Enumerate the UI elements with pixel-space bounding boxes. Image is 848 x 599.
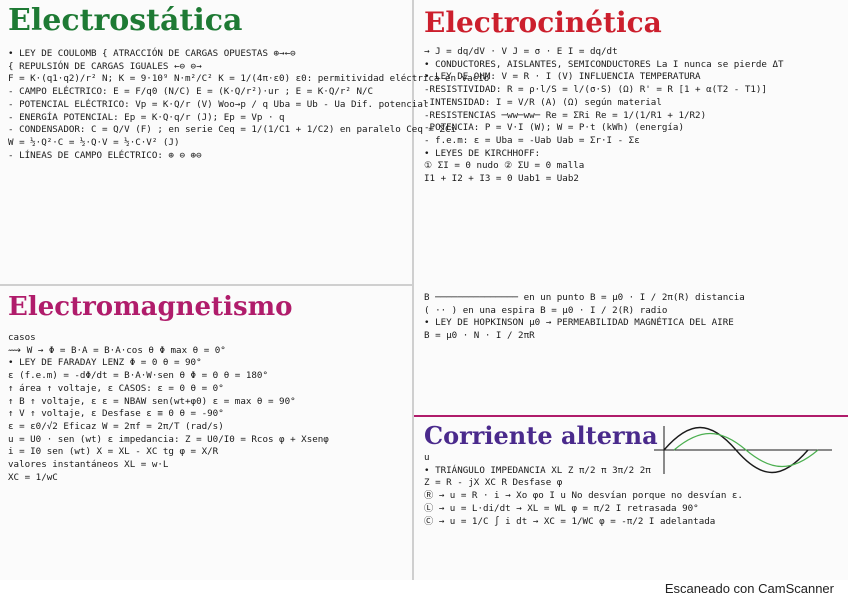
corriente-alterna-section: Corriente alterna u• TRIÁNGULO IMPEDANCI… [424, 422, 840, 576]
formula-line: ↑ B ↑ voltaje, ε ε = NBAW sen(wt+φ0) ε =… [8, 395, 296, 407]
formula-line: ε (f.e.m) = -dΦ/dt = B·A·W·sen θ Φ = Θ θ… [8, 370, 268, 382]
formula-line: { REPULSIÓN DE CARGAS IGUALES ←⊖ ⊖→ [8, 60, 202, 72]
electrostatica-formulas: • LEY DE COULOMB { ATRACCIÓN DE CARGAS O… [8, 48, 490, 162]
formula-line: B = μ0 · N · I / 2πR [424, 330, 535, 342]
formula-line: Ⓡ → u = R · i → Xo φo I u No desvían por… [424, 490, 743, 502]
electrocinetica-title: Electrocinética [424, 6, 662, 39]
left-horizontal-divider [0, 284, 412, 286]
formula-line: - CAMPO ELÉCTRICO: E = F/q0 (N/C) E = (K… [8, 86, 374, 98]
formula-line: Ⓛ → u = L·di/dt → XL = WL φ = π/2 I retr… [424, 502, 699, 514]
formula-line: i = I0 sen (wt) X = XL - XC tg φ = X/R [8, 446, 219, 458]
electromagnetismo-section: Electromagnetismo casos⟿ W → Φ = B·A = B… [8, 290, 408, 576]
sine-wave-graph-icon [654, 426, 832, 474]
formula-line: -RESISTIVIDAD: R = ρ·l/S = l/(σ·S) (Ω) R… [424, 84, 767, 96]
notes-sheet: Electrostática • LEY DE COULOMB { ATRACC… [0, 0, 848, 580]
formula-line: casos [8, 332, 36, 343]
formula-line: • LEY DE OHM: V = R · I (V) INFLUENCIA T… [424, 71, 701, 83]
formula-line: - CONDENSADOR: C = Q/V (F) ; en serie Ce… [8, 124, 457, 136]
formula-line: Z = R - jX XC R Desfase φ [424, 477, 563, 489]
formula-line: -INTENSIDAD: I = V/R (A) (Ω) según mater… [424, 96, 662, 108]
formula-line: ( ·· ) en una espira B = μ0 · I / 2(R) r… [424, 304, 668, 316]
scanner-watermark: Escaneado con CamScanner [664, 581, 834, 596]
formula-line: ↑ V ↑ voltaje, ε Desfase ε ≡ 0 θ = -90° [8, 408, 224, 420]
electrocinetica-section: Electrocinética → J = dq/dV · V J = σ · … [424, 6, 840, 282]
formula-line: - ENERGÍA POTENCIAL: Ep = K·Q·q/r (J); E… [8, 111, 285, 123]
corriente-alterna-formulas: u• TRIÁNGULO IMPEDANCIA XL Z π/2 π 3π/2 … [424, 452, 840, 528]
formula-line: u [424, 452, 430, 463]
campo-magnetico-formulas: B ─────────────── en un punto B = μ0 · I… [424, 292, 840, 343]
formula-line: I1 + I2 + I3 = 0 Uab1 = Uab2 [424, 173, 579, 185]
formula-line: W = ½·Q²·C = ½·Q·V = ½·C·V² (J) [8, 136, 180, 148]
formula-line: XC = 1/wC [8, 471, 58, 483]
formula-line: - POTENCIAL ELÉCTRICO: Vp = K·Q/r (V) Wo… [8, 98, 429, 110]
electromagnetismo-formulas: casos⟿ W → Φ = B·A = B·A·cos θ Φ max θ =… [8, 332, 408, 484]
right-horizontal-divider [414, 415, 848, 417]
formula-line: • LEY DE HOPKINSON μ0 → PERMEABILIDAD MA… [424, 317, 734, 329]
formula-line: • LEYES DE KIRCHHOFF: [424, 147, 541, 159]
formula-line: ε = ε0/√2 Eficaz W = 2πf = 2π/T (rad/s) [8, 420, 224, 432]
formula-line: -RESISTENCIAS ─ww─ww─ Re = ΣRi Re = 1/(1… [424, 109, 707, 121]
formula-line: B ─────────────── en un punto B = μ0 · I… [424, 292, 745, 303]
formula-line: valores instantáneos XL = w·L [8, 459, 169, 471]
formula-line: • TRIÁNGULO IMPEDANCIA XL Z π/2 π 3π/2 2… [424, 464, 651, 476]
footer: Escaneado con CamScanner [0, 580, 848, 599]
formula-line: • CONDUCTORES, AISLANTES, SEMICONDUCTORE… [424, 58, 784, 70]
formula-line: F = K·(q1·q2)/r² N; K = 9·10⁹ N·m²/C² K … [8, 73, 490, 85]
electrocinetica-formulas: → J = dq/dV · V J = σ · E I = dq/dt• CON… [424, 46, 840, 186]
formula-line: • LEY DE FARADAY LENZ Φ = 0 θ = 90° [8, 357, 202, 369]
campo-magnetico-section: B ─────────────── en un punto B = μ0 · I… [424, 288, 840, 412]
electrostatica-section: Electrostática • LEY DE COULOMB { ATRACC… [8, 3, 490, 282]
formula-line: Ⓒ → u = 1/C ∫ i dt → XC = 1/WC φ = -π/2 … [424, 515, 716, 527]
electromagnetismo-title: Electromagnetismo [8, 292, 293, 322]
formula-line: - f.e.m: ε = Uba = -Uab Uab = Σr·I - Σε [424, 134, 640, 146]
formula-line: → J = dq/dV · V J = σ · E I = dq/dt [424, 46, 618, 57]
formula-line: -POTENCIA: P = V·I (W); W = P·t (kWh) (e… [424, 122, 684, 134]
formula-line: ① ΣI = 0 nudo ② ΣU = 0 malla [424, 160, 585, 172]
formula-line: ⟿ W → Φ = B·A = B·A·cos θ Φ max θ = 0° [8, 344, 226, 356]
electrostatica-title: Electrostática [8, 3, 243, 38]
formula-line: - LÍNEAS DE CAMPO ELÉCTRICO: ⊕ ⊖ ⊕⊖ [8, 149, 202, 161]
formula-line: u = U0 · sen (wt) ε impedancia: Z = U0/I… [8, 433, 329, 445]
corriente-alterna-title: Corriente alterna [424, 421, 658, 450]
formula-line: ↑ área ↑ voltaje, ε CASOS: ε = 0 θ = 0° [8, 382, 224, 394]
formula-line: • LEY DE COULOMB { ATRACCIÓN DE CARGAS O… [8, 48, 296, 59]
vertical-divider [412, 0, 414, 580]
